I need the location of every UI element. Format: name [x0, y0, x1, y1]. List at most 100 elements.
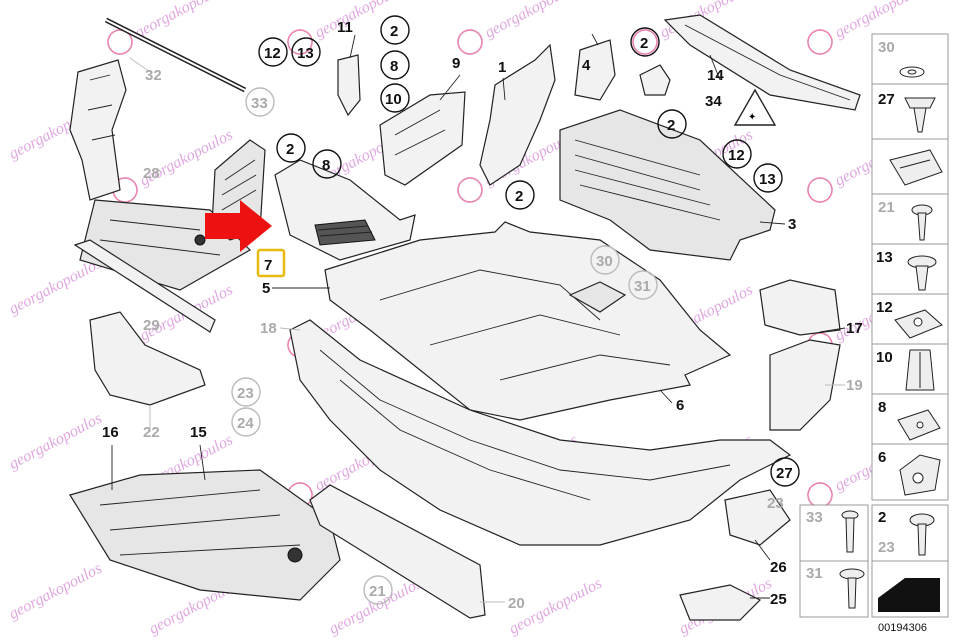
bolt-icon [841, 510, 859, 553]
legend-num-23: 23 [878, 539, 895, 556]
rail-14-part [663, 14, 861, 111]
label-27: 27 [776, 465, 793, 482]
svg-text:georgakopoulos: georgakopoulos [132, 0, 230, 41]
label-33: 33 [251, 95, 268, 112]
label-11: 11 [337, 19, 353, 36]
label-24: 24 [237, 415, 254, 432]
callouts-layer: 32 33 12 13 11 2 8 10 9 1 4 2 14 34 2 12… [102, 15, 863, 612]
collar-screw-icon [909, 513, 935, 556]
push-rivet-icon [907, 255, 937, 291]
label-30: 30 [596, 253, 613, 270]
label-2d: 2 [286, 141, 294, 158]
fastener-legend: 30 27 21 13 12 10 8 6 33 2 23 [799, 33, 949, 634]
label-32: 32 [145, 67, 162, 84]
legend-num-13: 13 [876, 249, 893, 266]
label-2c: 2 [667, 117, 675, 134]
label-18: 18 [260, 320, 277, 337]
legend-num-31: 31 [806, 565, 823, 582]
label-9: 9 [452, 55, 460, 72]
svg-text:georgakopoulos: georgakopoulos [6, 410, 104, 473]
panel-opening [568, 281, 627, 313]
highlight-box-7 [256, 248, 286, 278]
svg-text:georgakopoulos: georgakopoulos [482, 0, 580, 41]
expanding-nut-icon [905, 349, 935, 391]
screw-icon-21 [911, 204, 933, 241]
washer-icon [899, 66, 925, 78]
legend-num-21: 21 [878, 199, 895, 216]
bracket-17-part [759, 279, 841, 336]
label-15: 15 [190, 424, 207, 441]
legend-num-8: 8 [878, 399, 886, 416]
label-21: 21 [369, 583, 386, 600]
left-rail-part [73, 239, 216, 333]
legend-num-10: 10 [876, 349, 893, 366]
spring-nut-icon [897, 409, 941, 441]
legend-num-12: 12 [876, 299, 893, 316]
label-12b: 12 [728, 147, 745, 164]
label-23b: 23 [767, 495, 784, 512]
legend-num-33: 33 [806, 509, 823, 526]
label-13: 13 [297, 45, 314, 62]
label-26: 26 [770, 559, 787, 576]
label-14: 14 [707, 67, 724, 84]
label-2e: 2 [515, 188, 523, 205]
legend-num-2: 2 [878, 509, 886, 526]
label-2: 2 [390, 23, 398, 40]
label-12: 12 [264, 45, 281, 62]
underbody-panel-part [324, 221, 732, 421]
label-34: 34 [705, 93, 722, 110]
hose-clip-part [639, 64, 671, 96]
lower-cover-part [69, 469, 341, 601]
diagram-reference-number: 00194306 [878, 622, 927, 634]
label-1: 1 [498, 59, 506, 76]
collar-bolt-icon [839, 568, 865, 609]
label-23: 23 [237, 385, 254, 402]
label-13b: 13 [759, 171, 776, 188]
label-16: 16 [102, 424, 119, 441]
parts-layer: ✦ [69, 14, 861, 621]
leaders-layer [111, 33, 846, 603]
strut-20-part [309, 484, 486, 619]
panel-7-part [274, 159, 416, 261]
label-28: 28 [143, 165, 160, 182]
clip-25-part [679, 584, 762, 621]
label-31: 31 [634, 278, 651, 295]
clip-11-part [337, 54, 361, 117]
label-19: 19 [846, 377, 863, 394]
clamp-icon [899, 454, 941, 496]
spring-clip-icon [889, 149, 943, 186]
legend-num-30: 30 [878, 39, 895, 56]
diagram-symbol-icon [878, 578, 940, 612]
svg-text:georgakopoulos: georgakopoulos [6, 560, 104, 623]
label-8: 8 [390, 58, 398, 75]
expansion-rivet-icon [904, 97, 936, 133]
duct-19-part [769, 339, 841, 431]
clip-nut-icon [894, 309, 943, 339]
label-8b: 8 [322, 157, 330, 174]
label-29: 29 [143, 317, 160, 334]
label-17: 17 [846, 320, 863, 337]
label-22: 22 [143, 424, 160, 441]
bracket-9-part [379, 91, 466, 186]
legend-num-27: 27 [878, 91, 895, 108]
label-5: 5 [262, 280, 270, 297]
legend-num-6: 6 [878, 449, 886, 466]
clip-26-part [724, 489, 791, 546]
label-20: 20 [508, 595, 525, 612]
bumper-lower-part [289, 319, 792, 546]
label-4: 4 [582, 57, 591, 74]
left-brake-duct-part [89, 311, 206, 406]
label-3: 3 [788, 216, 796, 233]
svg-text:✦: ✦ [748, 112, 756, 123]
callout-circle-33 [245, 87, 275, 117]
part-4 [574, 39, 616, 101]
duct-1-part [479, 43, 556, 186]
label-25: 25 [770, 591, 787, 608]
left-duct-part [69, 59, 127, 201]
svg-text:georgakopoulos: georgakopoulos [6, 255, 104, 318]
pointer-arrow [205, 200, 272, 252]
radiator-cowl-part [559, 109, 776, 261]
label-6: 6 [676, 397, 684, 414]
label-10: 10 [385, 91, 402, 108]
